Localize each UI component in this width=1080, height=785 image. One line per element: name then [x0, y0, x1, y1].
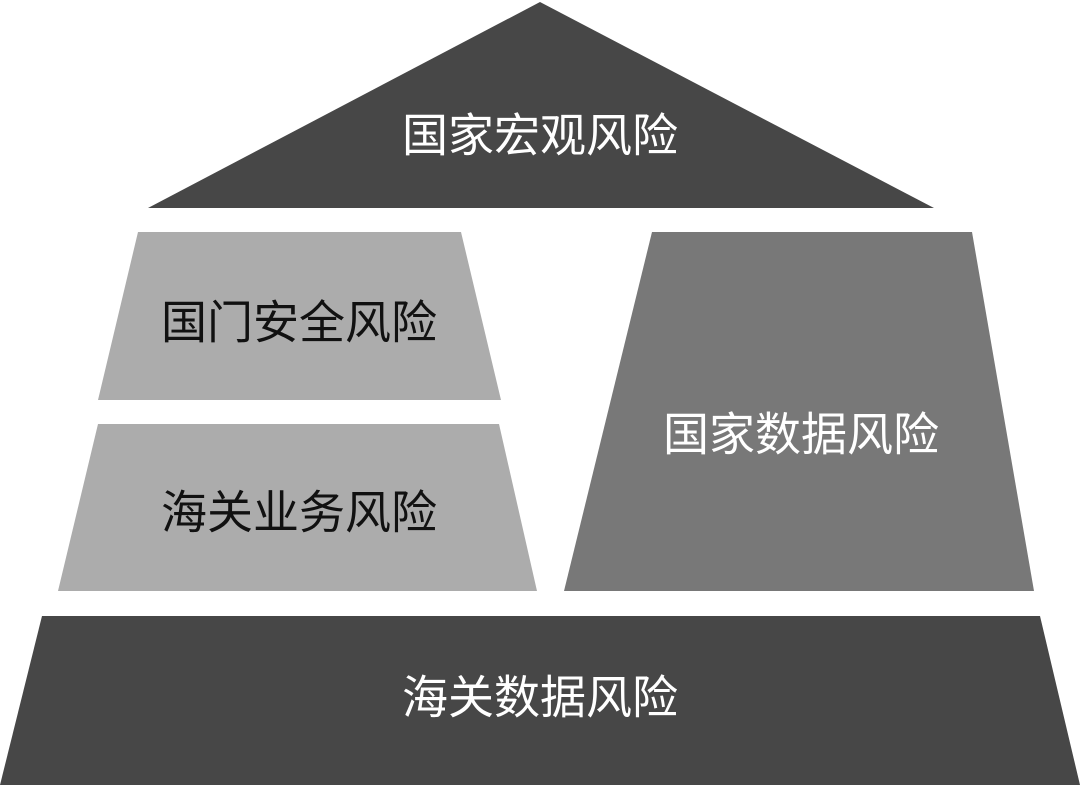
left-upper-block: 国门安全风险 [98, 232, 501, 400]
top-triangle-shape [148, 2, 934, 208]
right-shape [564, 232, 1034, 591]
right-label: 国家数据风险 [663, 408, 939, 462]
base-shape [0, 616, 1080, 785]
base-block: 海关数据风险 [0, 616, 1080, 785]
left-upper-shape [98, 232, 501, 400]
right-block: 国家数据风险 [564, 232, 1034, 591]
left-lower-label: 海关业务风险 [161, 486, 437, 540]
top-triangle-block: 国家宏观风险 [148, 2, 934, 208]
left-upper-label: 国门安全风险 [161, 296, 437, 350]
top-triangle-label: 国家宏观风险 [402, 109, 678, 163]
left-lower-shape [58, 424, 537, 591]
base-label: 海关数据风险 [402, 671, 678, 725]
left-lower-block: 海关业务风险 [58, 424, 537, 591]
